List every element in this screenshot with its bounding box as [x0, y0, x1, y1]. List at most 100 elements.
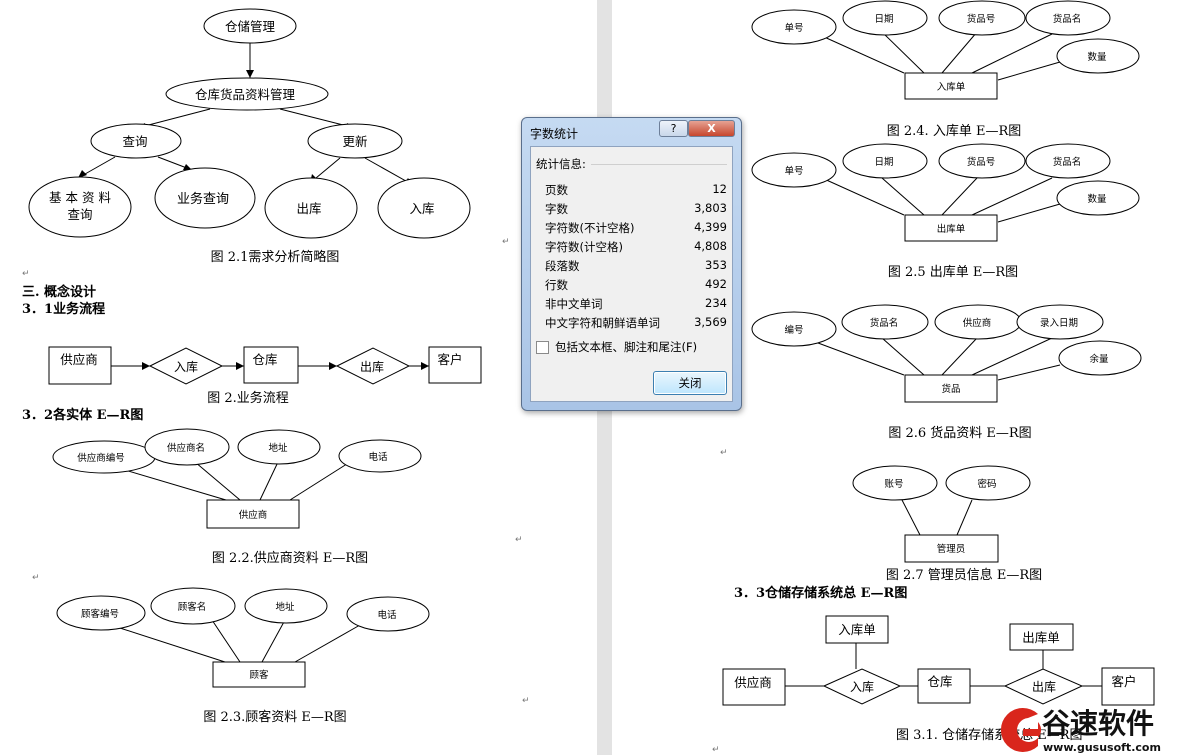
label-attr-out-goods-no: 货品号 — [967, 156, 996, 168]
node-out — [264, 177, 358, 239]
attr-customer-id — [56, 595, 146, 631]
label-attr-supplier-name: 供应商名 — [167, 442, 205, 454]
label-attr-customer-phone: 电话 — [377, 609, 397, 621]
label-attr-out-no: 单号 — [784, 165, 803, 177]
label-attr-customer-id: 顾客编号 — [81, 608, 119, 620]
stat-value: 234 — [705, 296, 727, 310]
flow-customer — [428, 346, 482, 384]
node-basic-query — [28, 176, 132, 238]
node-query — [90, 123, 182, 159]
stat-label: 字符数(不计空格) — [545, 221, 635, 235]
paragraph-mark: ↵ — [515, 535, 523, 545]
label-flow-out: 出库 — [360, 359, 384, 374]
stat-label: 页数 — [545, 183, 568, 197]
label-storage-mgmt: 仓储管理 — [225, 19, 276, 34]
word-count-dialog[interactable]: 字数统计 ? X 统计信息: 页数 12 字数 3,803 字符数(不计空格) … — [521, 117, 742, 411]
label-attr-admin-password: 密码 — [977, 478, 996, 490]
label-basic-2: 查询 — [67, 207, 92, 222]
caption-fig-2-5: 图 2.5 出库单 E—R图 — [888, 264, 1018, 280]
stats-section-title: 统计信息: — [536, 157, 586, 171]
include-textboxes-label: 包括文本框、脚注和尾注(F) — [555, 340, 698, 354]
stat-label: 字数 — [545, 202, 568, 216]
include-textboxes-option[interactable]: 包括文本框、脚注和尾注(F) — [536, 339, 697, 355]
stat-row: 字符数(不计空格) 4,399 — [545, 220, 729, 238]
er-inbound-doc — [825, 615, 889, 644]
stat-value: 353 — [705, 258, 727, 272]
stat-label: 中文字符和朝鲜语单词 — [545, 316, 660, 330]
attr-customer-phone — [346, 596, 430, 632]
label-entity-admin: 管理员 — [937, 543, 966, 555]
label-er-customer: 客户 — [1111, 674, 1136, 689]
flow-out-diamond — [335, 347, 411, 385]
stat-label: 非中文单词 — [545, 297, 603, 311]
close-icon: X — [707, 122, 716, 135]
title-close-button[interactable]: X — [688, 120, 735, 137]
caption-fig-2-2: 图 2.2.供应商资料 E—R图 — [212, 550, 368, 566]
label-update: 更新 — [342, 134, 367, 149]
paragraph-mark: ↵ — [712, 745, 720, 755]
label-attr-in-goods-name: 货品名 — [1053, 13, 1082, 25]
label-attr-supplier-id: 供应商编号 — [77, 452, 125, 464]
dialog-body: 统计信息: 页数 12 字数 3,803 字符数(不计空格) 4,399 字符数… — [530, 146, 733, 402]
label-attr-in-no: 单号 — [784, 22, 803, 34]
label-er-outbound-doc: 出库单 — [1022, 630, 1060, 645]
stat-label: 段落数 — [545, 259, 580, 273]
label-er-inbound-doc: 入库单 — [838, 622, 876, 637]
label-attr-in-goods-no: 货品号 — [967, 13, 996, 25]
label-attr-admin-account: 账号 — [884, 479, 903, 490]
stat-row: 字数 3,803 — [545, 201, 729, 219]
caption-fig-2: 图 2.业务流程 — [207, 390, 289, 406]
stat-value: 492 — [705, 277, 727, 291]
stat-value: 12 — [712, 182, 727, 196]
help-icon: ? — [670, 122, 677, 135]
er-supplier — [722, 668, 786, 706]
paragraph-mark: ↵ — [720, 448, 728, 458]
heading-entities: 3．2各实体 E—R图 — [22, 407, 143, 423]
label-out: 出库 — [296, 201, 321, 216]
label-attr-supplier-phone: 电话 — [368, 451, 388, 463]
attr-supplier-phone — [338, 439, 422, 473]
paragraph-mark: ↵ — [502, 237, 510, 247]
attr-customer-addr — [244, 588, 328, 624]
label-flow-customer: 客户 — [437, 352, 462, 367]
label-entity-supplier: 供应商 — [239, 509, 268, 521]
heading-total-er: 3．3仓储存储系统总 E—R图 — [734, 585, 907, 601]
caption-fig-2-1: 图 2.1需求分析简略图 — [211, 249, 340, 265]
label-attr-supplier-addr: 地址 — [268, 442, 288, 454]
logo-brand-text: 谷速软件 — [1042, 707, 1154, 740]
help-button[interactable]: ? — [659, 120, 688, 137]
flow-in-diamond — [148, 347, 224, 385]
node-storage-mgmt — [203, 8, 297, 44]
paragraph-mark: ↵ — [522, 696, 530, 706]
heading-business-flow: 3．1业务流程 — [22, 301, 105, 317]
stat-label: 行数 — [545, 278, 568, 292]
close-button[interactable]: 关闭 — [653, 371, 727, 395]
label-attr-goods-name: 货品名 — [870, 317, 899, 329]
label-attr-out-qty: 数量 — [1087, 193, 1107, 205]
gususoft-logo: 谷速软件 www.gususoft.com — [1000, 707, 1161, 754]
flow-supplier — [48, 346, 112, 385]
er-warehouse — [917, 668, 971, 704]
document-page-left[interactable]: 仓储管理 仓库货品资料管理 查询 更新 基 本 资 料 查询 业务查询 出库 入… — [0, 0, 597, 755]
entity-admin — [904, 534, 999, 563]
caption-fig-2-7: 图 2.7 管理员信息 E—R图 — [886, 567, 1042, 583]
label-flow-supplier: 供应商 — [60, 352, 98, 367]
node-business-query — [154, 167, 256, 229]
dialog-title: 字数统计 — [530, 127, 579, 141]
stat-row: 页数 12 — [545, 182, 729, 200]
entity-inbound-doc — [904, 72, 998, 100]
attr-supplier-name — [144, 428, 230, 466]
include-textboxes-checkbox[interactable] — [536, 340, 549, 354]
label-attr-customer-addr: 地址 — [275, 601, 295, 613]
label-attr-in-date: 日期 — [874, 14, 893, 25]
caption-fig-2-6: 图 2.6 货品资料 E—R图 — [888, 425, 1031, 441]
label-entity-goods: 货品 — [941, 383, 960, 395]
er-outbound-doc — [1009, 623, 1074, 651]
label-attr-goods-stock: 余量 — [1089, 353, 1109, 365]
stat-row: 中文字符和朝鲜语单词 3,569 — [545, 315, 729, 333]
stat-value: 3,803 — [694, 201, 727, 215]
label-er-supplier: 供应商 — [734, 675, 772, 690]
flow-warehouse — [243, 346, 299, 384]
node-in — [377, 177, 471, 239]
stat-value: 3,569 — [694, 315, 727, 329]
